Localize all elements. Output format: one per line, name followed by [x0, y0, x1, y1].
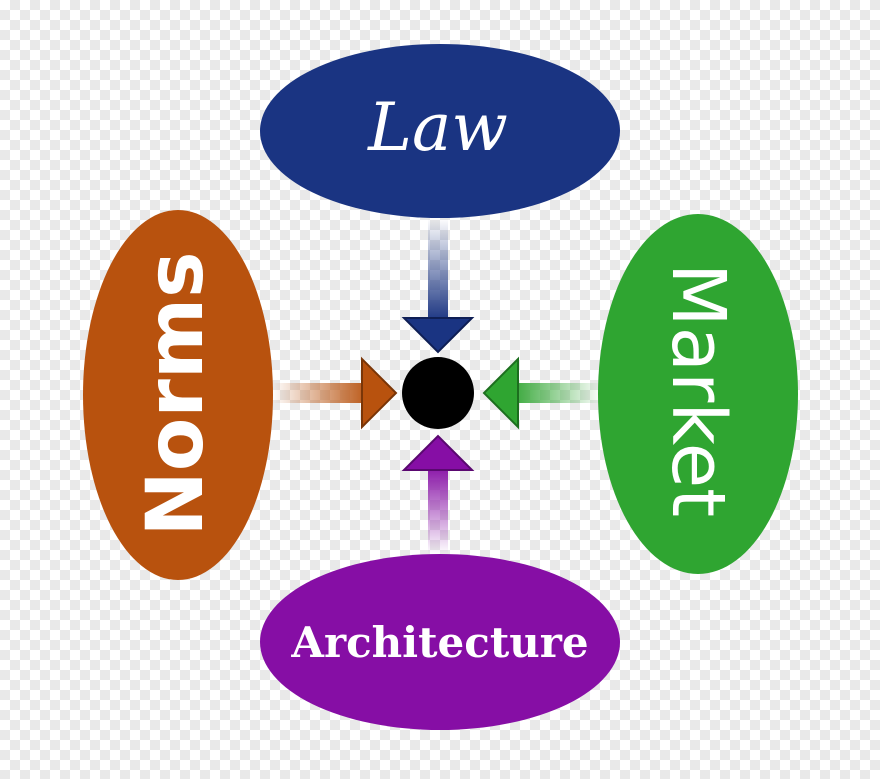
law-arrow [401, 218, 475, 354]
architecture-ellipse [260, 554, 620, 730]
architecture-label: Architecture [290, 618, 588, 667]
norms-label: Norms [131, 251, 221, 536]
center-dot [402, 357, 474, 429]
market-label: Market [655, 263, 741, 517]
architecture-node: Architecture [260, 554, 620, 730]
norms-ellipse [83, 210, 273, 580]
market-arrow [482, 356, 602, 430]
law-ellipse [260, 44, 620, 218]
norms-arrow [272, 356, 398, 430]
architecture-arrow [401, 434, 475, 554]
market-node: Market [598, 214, 798, 574]
law-node: Law [260, 44, 620, 218]
market-ellipse [598, 214, 798, 574]
norms-node: Norms [83, 210, 273, 580]
law-label: Law [367, 89, 508, 166]
